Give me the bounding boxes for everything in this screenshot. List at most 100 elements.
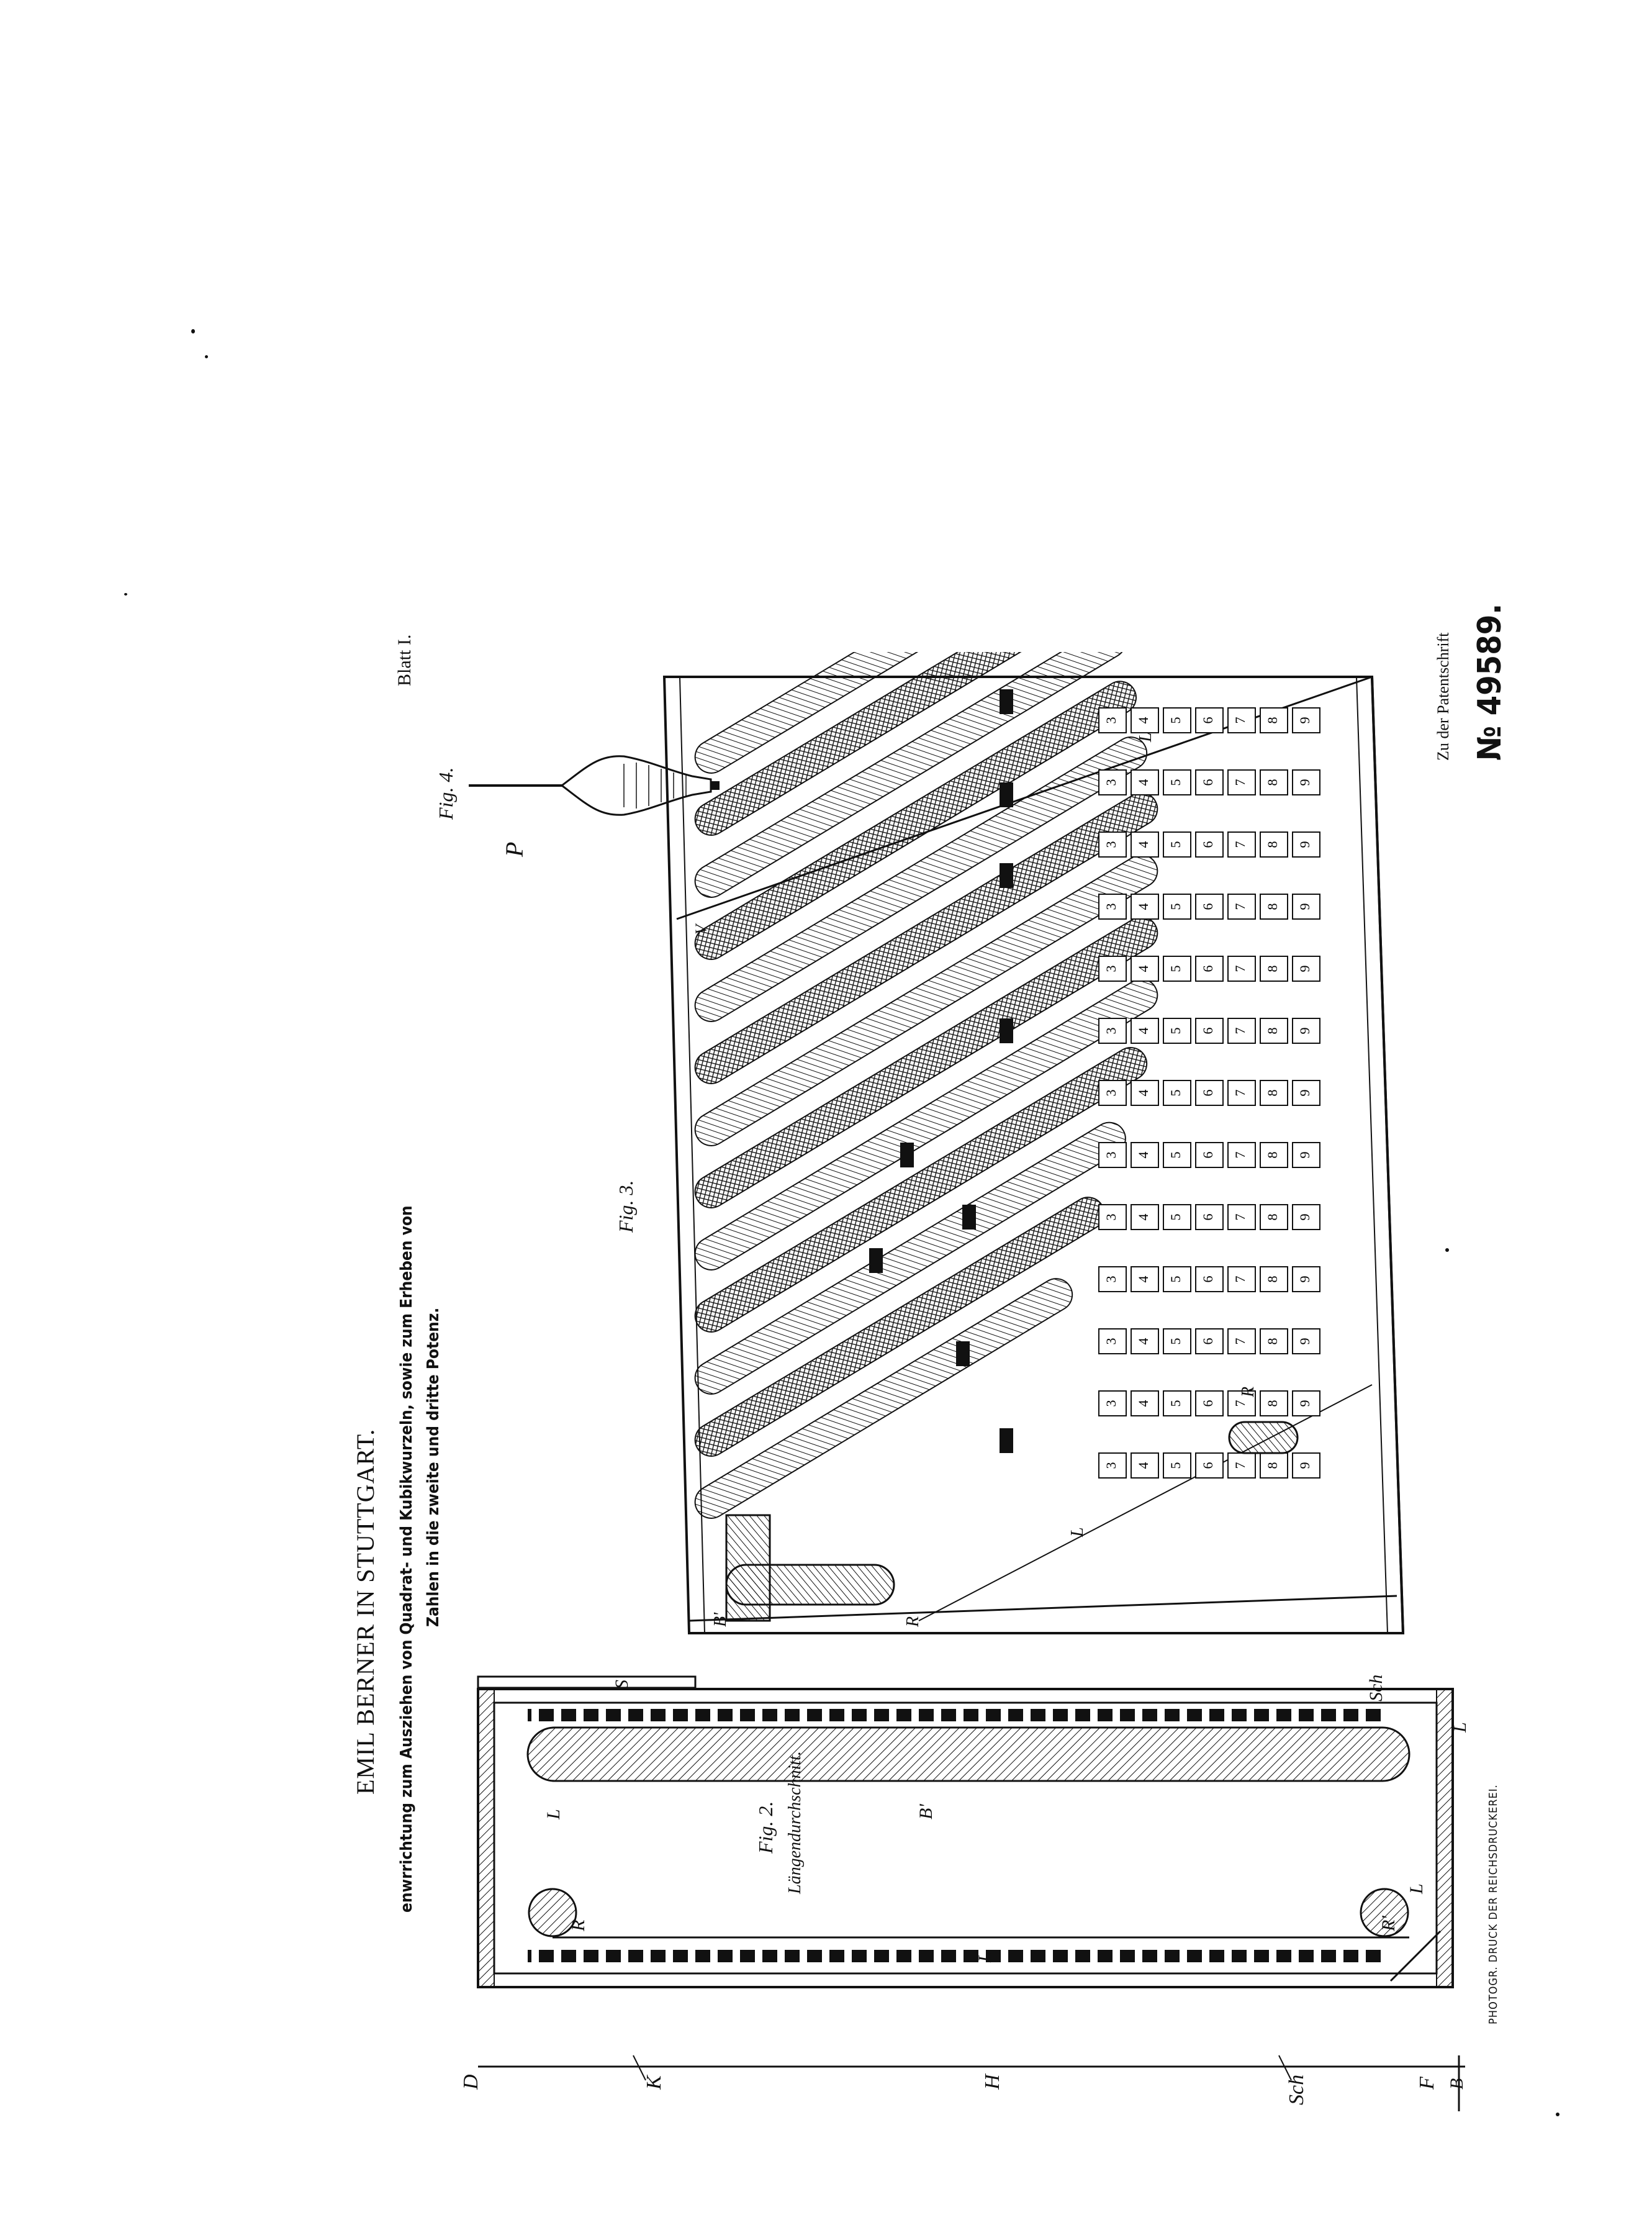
strip-digit: 6 [1200,1028,1216,1035]
strip-cell [1195,831,1224,858]
fig3-letter-L-top: L [1136,732,1155,742]
fig2-label: Fig. 2. [754,1801,777,1854]
strip-digit: 8 [1265,904,1280,910]
strip-digit: 8 [1265,1338,1280,1345]
strip-digit: 7 [1232,1028,1248,1035]
strip-digit: 5 [1168,1400,1183,1407]
strip-digit: 6 [1200,966,1216,972]
strip-digit: 6 [1200,1462,1216,1469]
strip-cell [1292,956,1320,982]
strip-cell [1131,1204,1159,1230]
strip-cell [1131,894,1159,920]
strip-cell [1131,1452,1159,1479]
fig4-letter-P: P [500,841,528,857]
strip-cell [1195,1452,1224,1479]
fig2-letter-R-prime: R' [1378,1916,1399,1931]
strip-digit: 7 [1232,1338,1248,1345]
strip-digit: 5 [1168,1462,1183,1469]
strip-cell [1227,956,1256,982]
strip-cell [1098,1080,1127,1106]
strip-cell [1227,1266,1256,1292]
strip-digit: 4 [1135,904,1151,910]
strip-cell [1195,1390,1224,1416]
section-reference-line [478,2055,1465,2111]
strip-cell [1260,1452,1288,1479]
strip-cell [1260,1266,1288,1292]
strip-cell [1098,769,1127,795]
strip-digit: 9 [1297,1090,1312,1097]
strip-cell [1292,1080,1320,1106]
strip-digit: 5 [1168,1028,1183,1035]
speck [205,355,208,358]
strip-digit: 7 [1232,1214,1248,1221]
fig2-letter-L-low: L [1406,1883,1427,1894]
strip-cell [1227,1080,1256,1106]
fig3-letter-L-bottom: L [1068,1527,1087,1537]
strip-cell [1098,1266,1127,1292]
strip-cell [1260,1328,1288,1354]
fig3-letter-R-left: R [903,1616,923,1627]
strip-digit: 3 [1103,779,1119,786]
strip-cell [1227,831,1256,858]
strip-cell [1131,707,1159,733]
strip-digit: 5 [1168,1338,1183,1345]
strip-digit: 5 [1168,1276,1183,1283]
strip-digit: 8 [1265,1214,1280,1221]
strip-cell [1227,894,1256,920]
strip-cell [1227,1328,1256,1354]
fig3-letter-R-right: R [1239,1386,1258,1397]
letter-K: K [643,2075,666,2090]
strip-cell [1292,1142,1320,1168]
strip-digit: 9 [1297,717,1312,724]
strip-digit: 9 [1297,1276,1312,1283]
strip-cell [1195,769,1224,795]
letter-H: H [981,2074,1004,2090]
strip-digit: 8 [1265,1462,1280,1469]
strip-cell [1227,1018,1256,1044]
fig2-longitudinal-section [477,1675,1454,1988]
strip-digit: 3 [1103,1028,1119,1035]
strip-cell [1098,1018,1127,1044]
strip-digit: 4 [1135,1090,1151,1097]
strip-cell [1292,1390,1320,1416]
strip-cell [1227,769,1256,795]
fig2-letter-S: S [612,1680,632,1689]
strip-cell [1260,1018,1288,1044]
strip-digit: 8 [1265,1400,1280,1407]
strip-cell [1131,831,1159,858]
strip-cell [1163,769,1191,795]
strip-digit: 7 [1232,1152,1248,1159]
speck [124,593,127,596]
sheet-number: Blatt I. [394,634,415,686]
strip-cell [1260,1204,1288,1230]
strip-digit: 5 [1168,717,1183,724]
strip-cell [1195,1142,1224,1168]
strip-digit: 8 [1265,779,1280,786]
strip-digit: 6 [1200,1152,1216,1159]
strip-cell [1260,956,1288,982]
strip-digit: 6 [1200,1400,1216,1407]
strip-digit: 5 [1168,1152,1183,1159]
fig2-caption: Längendurchschnitt. [785,1751,805,1894]
strip-cell [1163,1080,1191,1106]
letter-Sch: Sch [1285,2074,1308,2105]
strip-cell [1195,1204,1224,1230]
strip-cell [1292,769,1320,795]
strip-digit: 4 [1135,1028,1151,1035]
strip-cell [1163,1142,1191,1168]
strip-digit: 4 [1135,1338,1151,1345]
strip-digit: 6 [1200,841,1216,848]
strip-cell [1292,831,1320,858]
strip-digit: 3 [1103,1214,1119,1221]
strip-digit: 5 [1168,904,1183,910]
fig2-letter-L-right: L [1450,1722,1470,1733]
strip-cell [1098,707,1127,733]
strip-digit: 9 [1297,1028,1312,1035]
strip-digit: 3 [1103,841,1119,848]
strip-digit: 8 [1265,1152,1280,1159]
fig2-letter-B-prime: B' [916,1804,936,1819]
strip-digit: 6 [1200,717,1216,724]
strip-digit: 7 [1232,904,1248,910]
strip-cell [1195,1266,1224,1292]
strip-cell [1098,831,1127,858]
